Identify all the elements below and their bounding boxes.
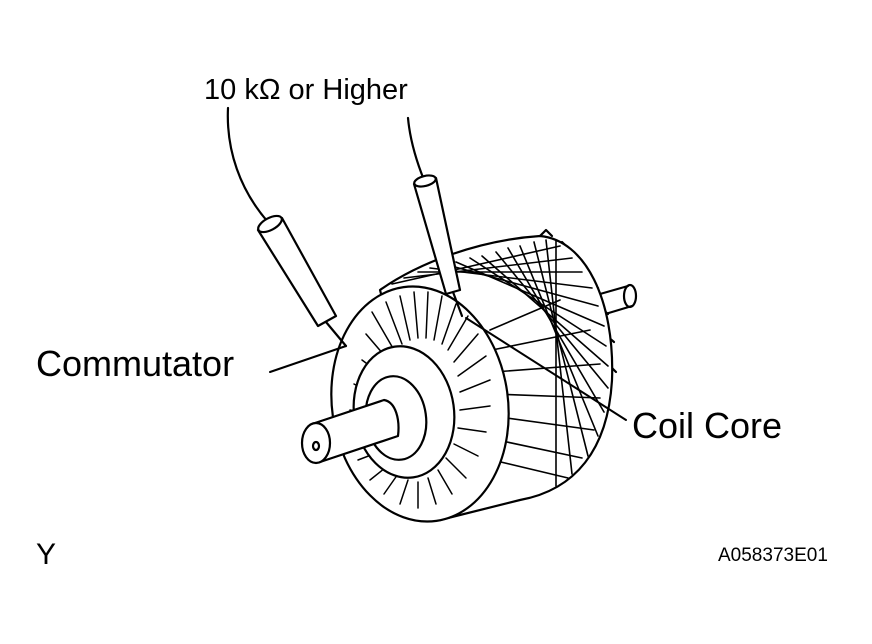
right-test-probe: [406, 116, 464, 318]
commutator-leader-line: [269, 345, 347, 373]
coil-core-slots: [391, 239, 609, 487]
coil-core-leader-line: [465, 317, 627, 421]
commutator-label: Commutator: [36, 343, 235, 384]
resistance-spec-label: 10 kΩ or Higher: [204, 74, 408, 106]
corner-mark: Y: [36, 538, 57, 571]
left-test-probe: [226, 106, 348, 348]
figure-code: A058373E01: [718, 545, 828, 566]
front-shaft: [300, 398, 400, 465]
coil-core-label: Coil Core: [632, 405, 783, 446]
